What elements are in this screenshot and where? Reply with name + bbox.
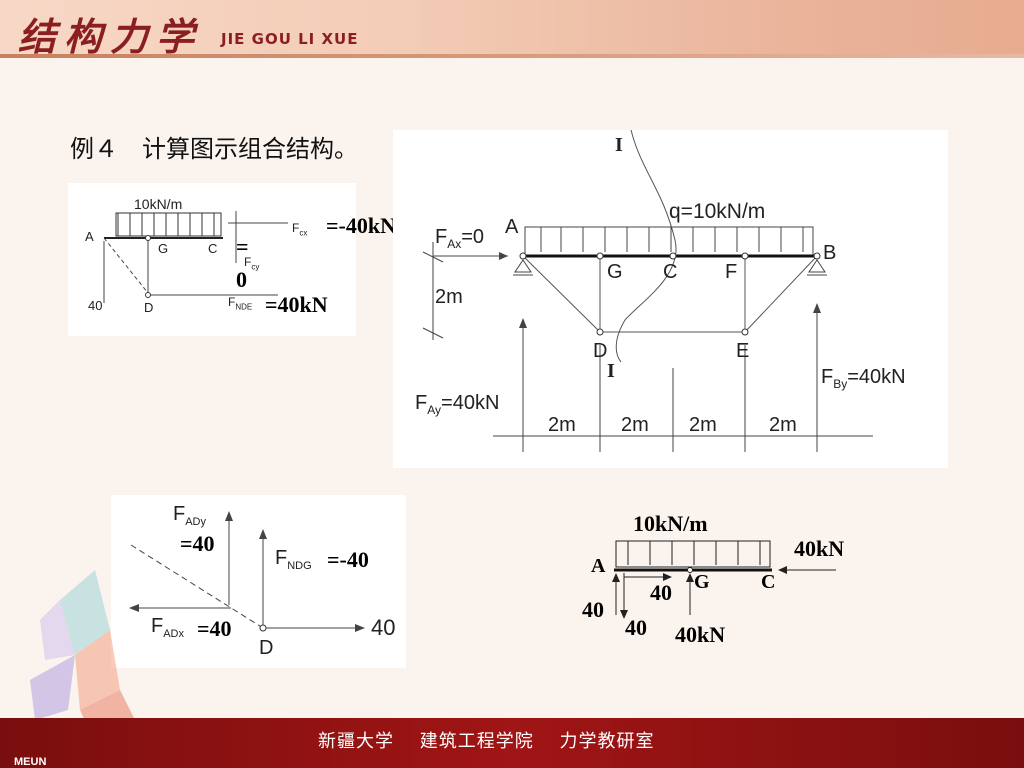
fig4-node-c: C [761,571,776,593]
fig2-fby-label: FBy=40kN [821,366,906,391]
fig1-load-label: 10kN/m [134,196,183,212]
fig1-fcy-label: Fcy [244,255,260,272]
fig1-node-g: G [158,241,169,256]
fig4-node-a: A [591,555,606,577]
fig4-node-g: G [694,571,710,593]
fig3-fady-label: FADy [173,503,206,528]
fig1-node-c: C [208,241,218,256]
fig2-height-label: 2m [435,286,463,308]
footer-bar [0,718,1024,768]
fig2-node-a: A [505,216,519,238]
fig4-load-label: 10kN/m [633,511,708,536]
logo-chinese: 结构力学 [18,14,203,59]
fig2-section-top: I [615,134,623,156]
header-bar [0,0,1024,56]
fig4-v-40: 40 [582,597,604,622]
fig2-span-3: 2m [689,414,717,436]
fig4-bottom-force: 40kN [675,622,726,647]
fig4-right-force: 40kN [794,536,845,561]
figure-3-diagram [129,511,365,632]
fig3-fndg-label: FNDG [275,547,312,572]
fig2-node-c: C [663,261,678,283]
fig1-fcy-eq: = [236,234,249,259]
fig2-node-e: E [736,340,750,362]
fig3-node-d: D [259,637,274,659]
fig2-span-1: 2m [548,414,576,436]
fig4-h-40: 40 [625,615,647,640]
fig3-fady-value: =40 [180,531,215,556]
fig3-fadx-value: =40 [197,616,232,641]
fig2-fax-label: FAx=0 [435,226,485,251]
figure-1-panel: 10kN/m A G C D 40 Fcx Fcy FNDE [68,183,356,336]
fig2-span-2: 2m [621,414,649,436]
footer-institution: 新疆大学 建筑工程学院 力学教研室 [318,731,655,752]
fig4-mid-40: 40 [650,580,672,605]
fig1-fnde-value: =40kN [265,292,328,317]
logo-pinyin: JIE GOU LI XUE [221,30,359,48]
fig2-section-bottom: I [607,360,615,382]
fig3-fndg-value: =-40 [327,547,369,572]
fig2-load-label: q=10kN/m [669,200,766,223]
fig2-node-f: F [725,261,738,283]
fig1-left-value: 40 [88,298,103,313]
fig1-fcx-value: =-40kN [326,213,396,238]
fig1-node-d: D [144,300,154,315]
fig2-span-4: 2m [769,414,797,436]
header-divider [0,54,1024,58]
fig1-fnde-label: FNDE [228,295,253,312]
fig3-fadx-label: FADx [151,615,184,640]
figure-2-panel: I I FAx=0 q=10kN/m A G C F B D E 2m FAy=… [393,130,948,468]
figure-3-panel: FADy FNDG FADx 40 D [111,495,406,668]
fig2-node-d: D [593,340,608,362]
fig1-node-a: A [85,229,94,244]
figure-4: 10kN/m A G C 40kN 40 40 40 40kN [580,505,870,655]
figure-2-diagram [422,130,873,452]
fig2-node-g: G [607,261,623,283]
fig1-fcx-label: Fcx [292,221,308,238]
fig2-node-b: B [823,242,837,264]
menu-button[interactable]: MEUN [14,756,47,768]
fig1-fcy-value: 0 [236,267,247,292]
fig3-right-value: 40 [371,615,396,640]
figure-1-diagram [103,211,288,303]
figure-4-diagram [612,540,836,619]
fig2-fay-label: FAy=40kN [415,392,500,417]
problem-statement: 例４ 计算图示组合结构。 [70,135,358,163]
